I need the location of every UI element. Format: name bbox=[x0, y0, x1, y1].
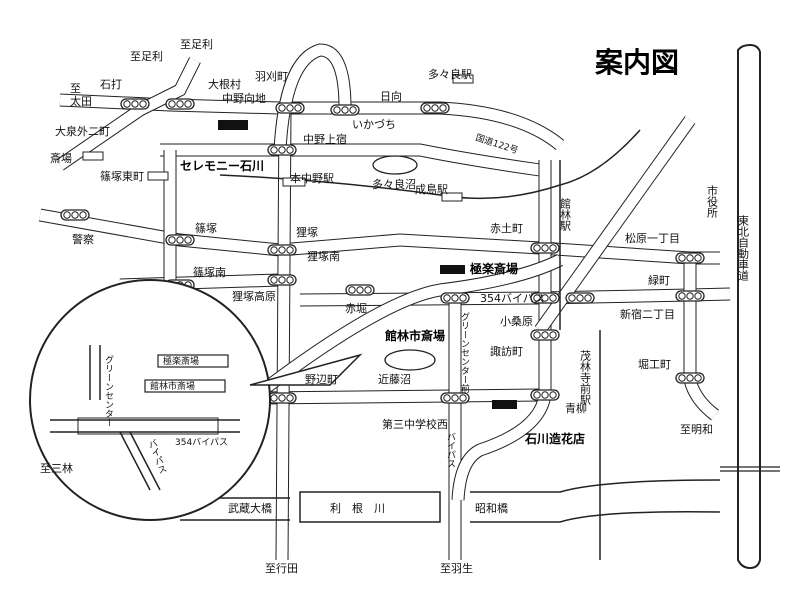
label-keisatsu: 警察 bbox=[72, 232, 94, 246]
label-bypass: バイパス bbox=[445, 432, 456, 468]
station-box-1 bbox=[147, 171, 169, 181]
label-dai3chu: 第三中学校西 bbox=[382, 417, 448, 431]
inset-label-greencenter: グリーンセンター bbox=[103, 355, 114, 427]
label-tanukizukaminami: 狸塚南 bbox=[307, 250, 340, 263]
label-ohnemura: 大根村 bbox=[208, 77, 241, 91]
ishikawa-block bbox=[492, 400, 517, 409]
traffic-signal-icon bbox=[530, 389, 560, 401]
traffic-signal-icon bbox=[267, 144, 297, 156]
label-ishikawa: 石川造花店 bbox=[524, 431, 585, 446]
inset-map bbox=[29, 279, 363, 521]
traffic-signal-icon bbox=[440, 392, 470, 404]
label-kondonuma: 近藤沼 bbox=[378, 372, 411, 386]
label-moriba: 茂林寺前駅 bbox=[579, 349, 592, 406]
label-shi-ota-2: 太田 bbox=[70, 95, 92, 108]
lake-tatara bbox=[372, 155, 418, 175]
label-tatebayashieki: 館林駅 bbox=[559, 197, 572, 232]
traffic-signal-icon bbox=[345, 284, 375, 296]
label-tanukizukatakahara: 狸塚高原 bbox=[232, 289, 276, 303]
saijo-box bbox=[82, 151, 104, 161]
traffic-signal-icon bbox=[530, 292, 560, 304]
traffic-signal-icon bbox=[530, 329, 560, 341]
label-oizumi: 大泉外二町 bbox=[55, 124, 110, 138]
label-shimeiwa: 至明和 bbox=[680, 423, 713, 436]
road-network bbox=[38, 43, 731, 561]
label-midoricho: 緑町 bbox=[648, 273, 670, 287]
label-nobeecho: 野辺町 bbox=[305, 373, 338, 386]
traffic-signal-icon bbox=[440, 292, 470, 304]
label-shigyoda: 至行田 bbox=[265, 562, 298, 575]
label-tonegawa: 利 根 川 bbox=[330, 501, 385, 515]
label-haneicho: 羽刈町 bbox=[255, 70, 288, 83]
ceremony-block bbox=[218, 120, 248, 130]
label-shinjuku2: 新宿二丁目 bbox=[620, 307, 675, 321]
traffic-signal-icon bbox=[330, 104, 360, 116]
label-shi-adachi1: 至足利 bbox=[130, 50, 163, 63]
label-suwacho: 諏訪町 bbox=[490, 344, 523, 358]
traffic-signal-icon bbox=[165, 98, 195, 110]
railways bbox=[219, 129, 641, 560]
traffic-signal-icon bbox=[267, 274, 297, 286]
traffic-signal-icon bbox=[120, 98, 150, 110]
label-honnakano: 本中野駅 bbox=[290, 171, 334, 185]
label-shinozuka: 篠塚 bbox=[195, 221, 217, 235]
traffic-signal-icon bbox=[675, 372, 705, 384]
label-shinozuka-higashi: 篠塚東町 bbox=[100, 169, 144, 183]
traffic-signal-icon bbox=[165, 234, 195, 246]
tohoku-expressway bbox=[720, 43, 780, 570]
traffic-signal-icon bbox=[565, 292, 595, 304]
inset-label-gokuraku: 極楽斎場 bbox=[163, 355, 199, 367]
map-title: 案内図 bbox=[595, 46, 679, 79]
label-akabori: 赤堀 bbox=[345, 302, 367, 315]
label-tataranuma: 多々良沼 bbox=[372, 177, 416, 191]
label-tanukizuka: 狸塚 bbox=[296, 226, 318, 239]
label-nakanomukouchi: 中野向地 bbox=[222, 91, 266, 105]
traffic-signal-icon bbox=[420, 102, 450, 114]
label-kokuwabara: 小桑原 bbox=[500, 315, 533, 328]
inset-label-354: 354バイパス bbox=[175, 437, 228, 448]
label-horikucho: 堀工町 bbox=[638, 358, 671, 371]
label-ikatsuchi: いかづち bbox=[352, 118, 396, 131]
traffic-signal-icon bbox=[675, 252, 705, 264]
label-greencenter: グリーンセンター前 bbox=[459, 312, 470, 394]
label-showabashi: 昭和橋 bbox=[475, 501, 508, 515]
label-shihanyu: 至羽生 bbox=[440, 561, 473, 575]
lake-kondo bbox=[384, 349, 436, 371]
label-gokuraku: 極楽斎場 bbox=[470, 261, 518, 276]
signals bbox=[60, 98, 705, 404]
label-shi-ota: 至 bbox=[70, 82, 81, 95]
label-kokudo122: 国道122号 bbox=[474, 131, 520, 156]
label-bypass354: 354バイパス bbox=[480, 292, 545, 305]
label-ishiuchi: 石打 bbox=[100, 77, 122, 91]
label-matsubara: 松原一丁目 bbox=[625, 231, 680, 245]
station-box-2 bbox=[282, 177, 306, 187]
inset-label-tatebayashi: 館林市斎場 bbox=[150, 380, 195, 392]
station-box-3 bbox=[441, 192, 463, 202]
label-shinozukaminami: 篠塚南 bbox=[193, 265, 226, 279]
traffic-signal-icon bbox=[275, 102, 305, 114]
gokuraku-block bbox=[440, 265, 465, 274]
label-narushima: 成島駅 bbox=[415, 182, 448, 196]
label-shi-adachi2: 至足利 bbox=[180, 38, 213, 51]
label-saijo: 斎場 bbox=[50, 151, 72, 165]
inset-label-shimibayashi: 至三林 bbox=[40, 461, 73, 475]
station-box-4 bbox=[452, 74, 474, 84]
label-tatebayashi-saijo: 館林市斎場 bbox=[384, 328, 445, 343]
traffic-signal-icon bbox=[267, 392, 297, 404]
label-ceremony: セレモニー石川 bbox=[180, 159, 264, 173]
traffic-signal-icon bbox=[675, 290, 705, 302]
label-shiyakusho: 市役所 bbox=[706, 184, 719, 219]
traffic-signal-icon bbox=[530, 242, 560, 254]
label-aoyagi: 青柳 bbox=[565, 401, 587, 415]
label-nakanoueshuku: 中野上宿 bbox=[303, 132, 347, 146]
label-akatsuchi: 赤土町 bbox=[490, 222, 523, 235]
label-tohoku: 東北自動車道 bbox=[737, 215, 750, 281]
traffic-signal-icon bbox=[267, 244, 297, 256]
label-hinata: 日向 bbox=[380, 89, 402, 103]
label-tatara: 多々良駅 bbox=[428, 67, 472, 81]
traffic-signal-icon bbox=[60, 209, 90, 221]
label-busan: 武蔵大橋 bbox=[228, 501, 272, 515]
